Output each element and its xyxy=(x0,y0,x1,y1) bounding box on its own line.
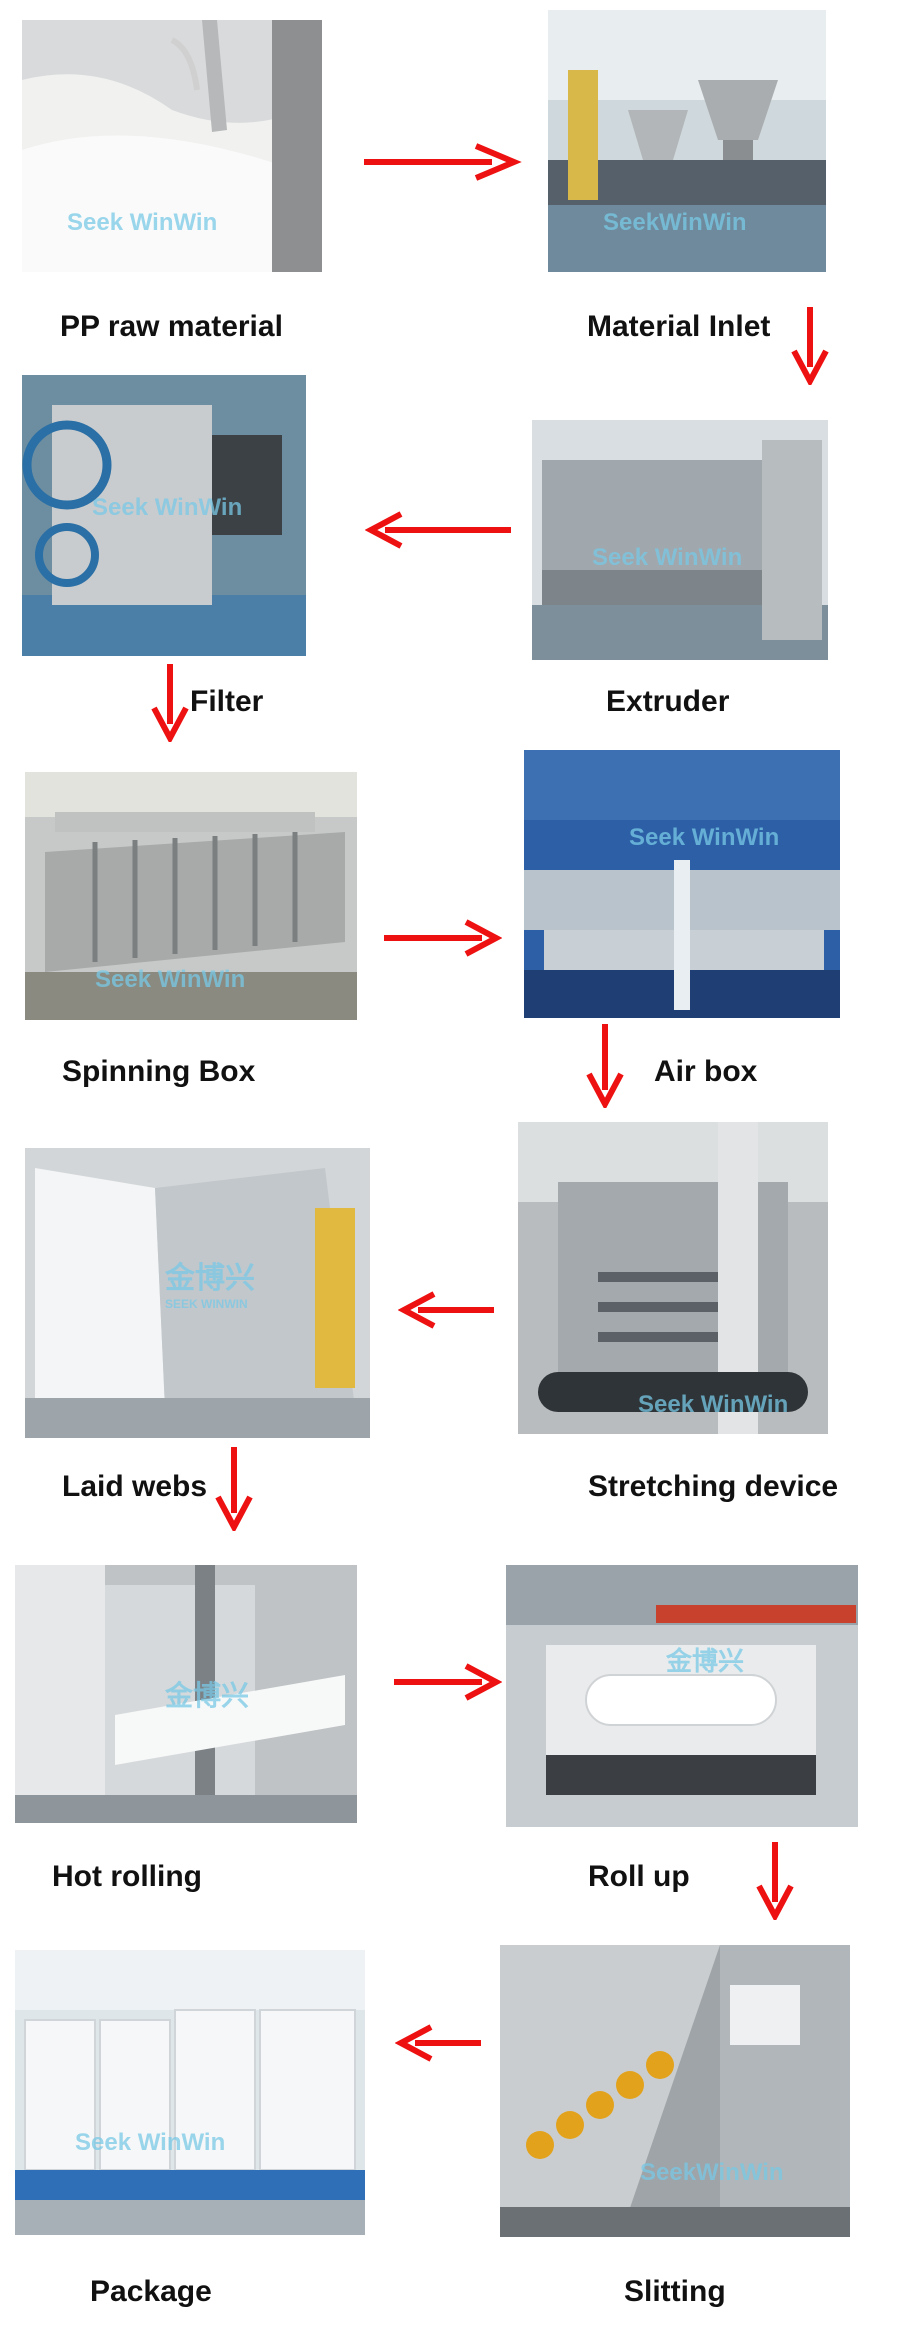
step-label: Material Inlet xyxy=(587,310,771,343)
watermark-text: 金博兴 xyxy=(164,1679,249,1711)
watermark-text: Seek WinWin xyxy=(638,1391,788,1418)
photo-package: Seek WinWin xyxy=(15,1950,365,2235)
photo-filter: Seek WinWin xyxy=(22,375,306,656)
arrow-down-2 xyxy=(150,662,190,742)
arrow-right-1 xyxy=(362,142,522,182)
photo-stretching-device: Seek WinWin xyxy=(518,1122,828,1434)
watermark-text: 金博兴 xyxy=(164,1261,255,1295)
watermark-text: Seek WinWin xyxy=(75,2129,225,2156)
watermark-text: Seek WinWin xyxy=(592,544,742,571)
step-label: Slitting xyxy=(624,2275,726,2308)
step-label: Air box xyxy=(654,1055,758,1088)
step-label: Roll up xyxy=(588,1860,690,1893)
photo-extruder: Seek WinWin xyxy=(532,420,828,660)
photo-laid-webs: 金博兴 SEEK WINWIN xyxy=(25,1148,370,1438)
arrow-right-2 xyxy=(382,918,502,958)
step-label: Stretching device xyxy=(588,1470,839,1503)
photo-spinning-box: Seek WinWin xyxy=(25,772,357,1020)
photo-pp-raw-material: Seek WinWin xyxy=(22,20,322,272)
watermark-text: Seek WinWin xyxy=(92,494,242,521)
step-label: Spinning Box xyxy=(62,1055,256,1088)
step-label: Filter xyxy=(190,685,264,718)
photo-material-inlet: SeekWinWin xyxy=(548,10,826,272)
step-label: Package xyxy=(90,2275,212,2308)
step-label: Hot rolling xyxy=(52,1860,202,1893)
arrow-left-1 xyxy=(365,510,515,550)
watermark-text: Seek WinWin xyxy=(95,966,245,993)
photo-hot-rolling: 金博兴 xyxy=(15,1565,357,1823)
arrow-down-4 xyxy=(214,1445,254,1531)
photo-air-box: Seek WinWin xyxy=(524,750,840,1018)
watermark-text: Seek WinWin xyxy=(629,824,779,851)
watermark-text: 金博兴 xyxy=(665,1646,744,1676)
step-label: Extruder xyxy=(606,685,730,718)
photo-roll-up: 金博兴 xyxy=(506,1565,858,1827)
arrow-left-2 xyxy=(398,1290,498,1330)
watermark-text: SEEK WINWIN xyxy=(165,1297,248,1311)
watermark-text: SeekWinWin xyxy=(603,209,747,236)
step-label: PP raw material xyxy=(60,310,283,343)
watermark-text: SeekWinWin xyxy=(640,2159,784,2186)
arrow-down-1 xyxy=(790,305,830,385)
arrow-down-3 xyxy=(585,1022,625,1108)
watermark-text: Seek WinWin xyxy=(67,209,217,236)
arrow-down-5 xyxy=(755,1840,795,1920)
arrow-right-3 xyxy=(392,1662,502,1702)
step-label: Laid webs xyxy=(62,1470,208,1503)
arrow-left-3 xyxy=(395,2023,485,2063)
photo-slitting: SeekWinWin xyxy=(500,1945,850,2237)
